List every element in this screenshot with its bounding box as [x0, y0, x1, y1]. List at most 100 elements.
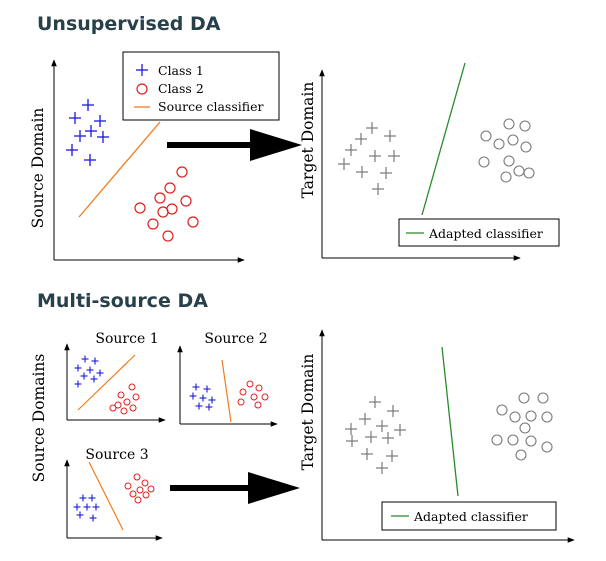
circle-marker [134, 496, 142, 504]
source-1-title: Source 1 [95, 331, 158, 347]
plus-marker [85, 125, 97, 137]
plus-marker [89, 514, 97, 522]
plus-marker [69, 112, 81, 124]
plus-marker [361, 448, 373, 460]
circle-marker [164, 182, 176, 194]
plus-marker [80, 372, 88, 380]
source-1-classifier-line [77, 354, 136, 411]
circle-marker [128, 383, 136, 391]
plus-marker [74, 364, 82, 372]
circle-marker [109, 404, 117, 412]
legend: Class 1 Class 2 Source classifier [122, 51, 280, 121]
adapted-classifier-legend-1: Adapted classifier [398, 218, 560, 247]
plus-marker [82, 99, 94, 111]
adapted-classifier-line-1 [421, 62, 466, 216]
source-2-panel: Source 2 [177, 331, 278, 427]
circle-marker [120, 407, 128, 415]
plus-marker [192, 383, 200, 391]
source-3-class2-points [124, 473, 155, 504]
circle-marker [507, 434, 519, 446]
plus-marker [81, 355, 89, 363]
target-2-class1-points [345, 396, 406, 474]
circle-marker [147, 218, 159, 230]
class1-points [66, 99, 109, 166]
circle-marker [254, 401, 262, 409]
circle-marker [480, 130, 492, 142]
circle-marker [176, 166, 188, 178]
plus-marker [83, 503, 91, 511]
target-domain-panel-1: Target Domain Adapted classifier [299, 62, 560, 261]
legend-source-classifier: Source classifier [158, 99, 263, 114]
circle-marker [180, 195, 192, 207]
plus-marker [76, 511, 84, 519]
circle-marker [261, 393, 269, 401]
circle-marker [507, 134, 519, 146]
circle-marker [141, 479, 149, 487]
plus-marker [97, 131, 109, 143]
circle-marker [478, 156, 490, 168]
plus-marker [94, 115, 106, 127]
plus-marker [346, 435, 358, 447]
target-domain-axis-label-1: Target Domain [299, 82, 317, 199]
target-class2-points [478, 118, 535, 183]
circle-marker [136, 486, 144, 494]
plus-marker [91, 357, 99, 365]
plus-marker [74, 130, 86, 142]
plus-marker [88, 494, 96, 502]
circle-marker [239, 388, 247, 396]
plus-marker [394, 424, 406, 436]
circle-marker [519, 422, 531, 434]
target-2-class2-points [491, 392, 553, 461]
circle-marker [162, 230, 174, 242]
circle-marker [187, 216, 199, 228]
plus-marker [84, 154, 96, 166]
plus-marker [388, 150, 400, 162]
circle-marker [515, 449, 527, 461]
circle-marker [519, 120, 531, 132]
plus-marker [86, 366, 94, 374]
plus-marker [386, 450, 398, 462]
class2-points [134, 166, 199, 242]
source-classifier-line [78, 121, 161, 218]
plus-marker [205, 403, 213, 411]
circle-marker [503, 155, 515, 167]
source-1-panel: Source 1 [64, 331, 166, 423]
source-domains-axis-label: Source Domains [30, 354, 48, 483]
circle-marker [237, 398, 245, 406]
circle-marker [523, 167, 535, 179]
circle-marker [117, 391, 125, 399]
plus-marker [380, 167, 392, 179]
plus-marker [356, 166, 368, 178]
circle-marker [129, 490, 137, 498]
plus-marker [203, 385, 211, 393]
plus-marker [369, 396, 381, 408]
legend-class1: Class 1 [158, 63, 204, 78]
plus-marker [359, 413, 371, 425]
plus-marker [372, 183, 384, 195]
plus-marker [189, 392, 197, 400]
circle-marker [123, 398, 131, 406]
circle-marker [255, 384, 263, 392]
legend-class2: Class 2 [158, 81, 204, 96]
circle-marker [518, 392, 530, 404]
circle-marker [491, 434, 503, 446]
source-3-panel: Source 3 [64, 447, 163, 541]
source-3-title: Source 3 [85, 447, 148, 463]
circle-marker [537, 392, 549, 404]
circle-marker [154, 192, 166, 204]
plus-marker [376, 420, 388, 432]
right-arrow-icon [167, 129, 302, 161]
plus-marker [369, 150, 381, 162]
adapted-classifier-line-2 [441, 346, 459, 497]
circle-marker [142, 491, 150, 499]
unsupervised-da-title: Unsupervised DA [37, 13, 221, 35]
circle-marker [250, 393, 258, 401]
circle-marker [500, 171, 512, 183]
circle-marker [525, 410, 537, 422]
circle-marker [503, 118, 515, 130]
plus-marker [387, 405, 399, 417]
source-3-class1-points [73, 494, 100, 522]
circle-marker [541, 411, 553, 423]
plus-marker [384, 130, 396, 142]
